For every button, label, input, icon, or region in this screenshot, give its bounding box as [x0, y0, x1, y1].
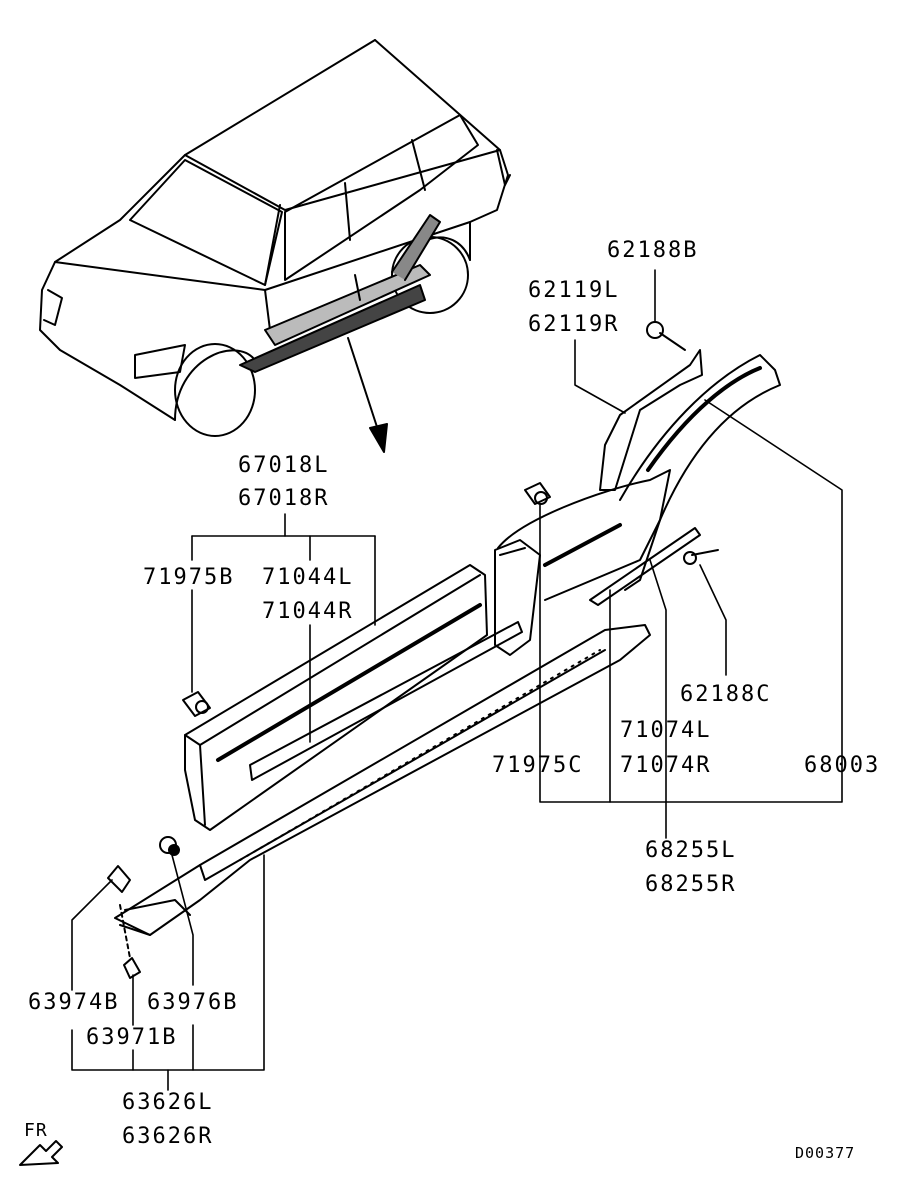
label-62188B: 62188B — [607, 238, 699, 263]
label-71975C: 71975C — [492, 753, 584, 778]
label-63974B: 63974B — [28, 990, 120, 1015]
mud-guard — [600, 350, 702, 490]
label-71974R: 71074R — [620, 753, 712, 778]
label-67018L: 67018L — [238, 453, 330, 478]
door-garnish-front — [185, 565, 522, 830]
label-62119L: 62119L — [528, 278, 620, 303]
label-63626R: 63626R — [122, 1124, 214, 1149]
label-62188C: 62188C — [680, 682, 772, 707]
vehicle-outline — [40, 40, 510, 436]
clip-71975B-icon — [183, 692, 210, 716]
label-63976B: 63976B — [147, 990, 239, 1015]
wheel-arch-molding — [590, 355, 780, 605]
label-71975B: 71975B — [143, 565, 235, 590]
label-63626L: 63626L — [122, 1090, 214, 1115]
rivet-62188C-icon — [684, 550, 718, 564]
leader-lines — [72, 270, 842, 1090]
label-71074L: 71074L — [620, 718, 712, 743]
label-71044L: 71044L — [262, 565, 354, 590]
label-68255L: 68255L — [645, 838, 737, 863]
label-67018R: 67018R — [238, 486, 330, 511]
screw-63971B-icon — [120, 905, 140, 978]
direction-label: FR — [24, 1120, 48, 1141]
label-62119R: 62119R — [528, 312, 620, 337]
side-step — [115, 625, 650, 935]
label-63971B: 63971B — [86, 1025, 178, 1050]
label-68003: 68003 — [804, 753, 881, 778]
label-68255R: 68255R — [645, 872, 737, 897]
pointer-arrow — [348, 338, 387, 452]
rivet-62188B-icon — [647, 322, 685, 350]
nut-63974B-icon — [108, 866, 130, 892]
clip-71975C-icon — [525, 483, 550, 504]
figure-code: D00377 — [795, 1144, 856, 1162]
front-direction-arrow-icon — [20, 1141, 62, 1165]
door-garnish-rear — [495, 470, 670, 655]
label-71044R: 71044R — [262, 599, 354, 624]
clip-63976B-icon — [160, 837, 179, 855]
